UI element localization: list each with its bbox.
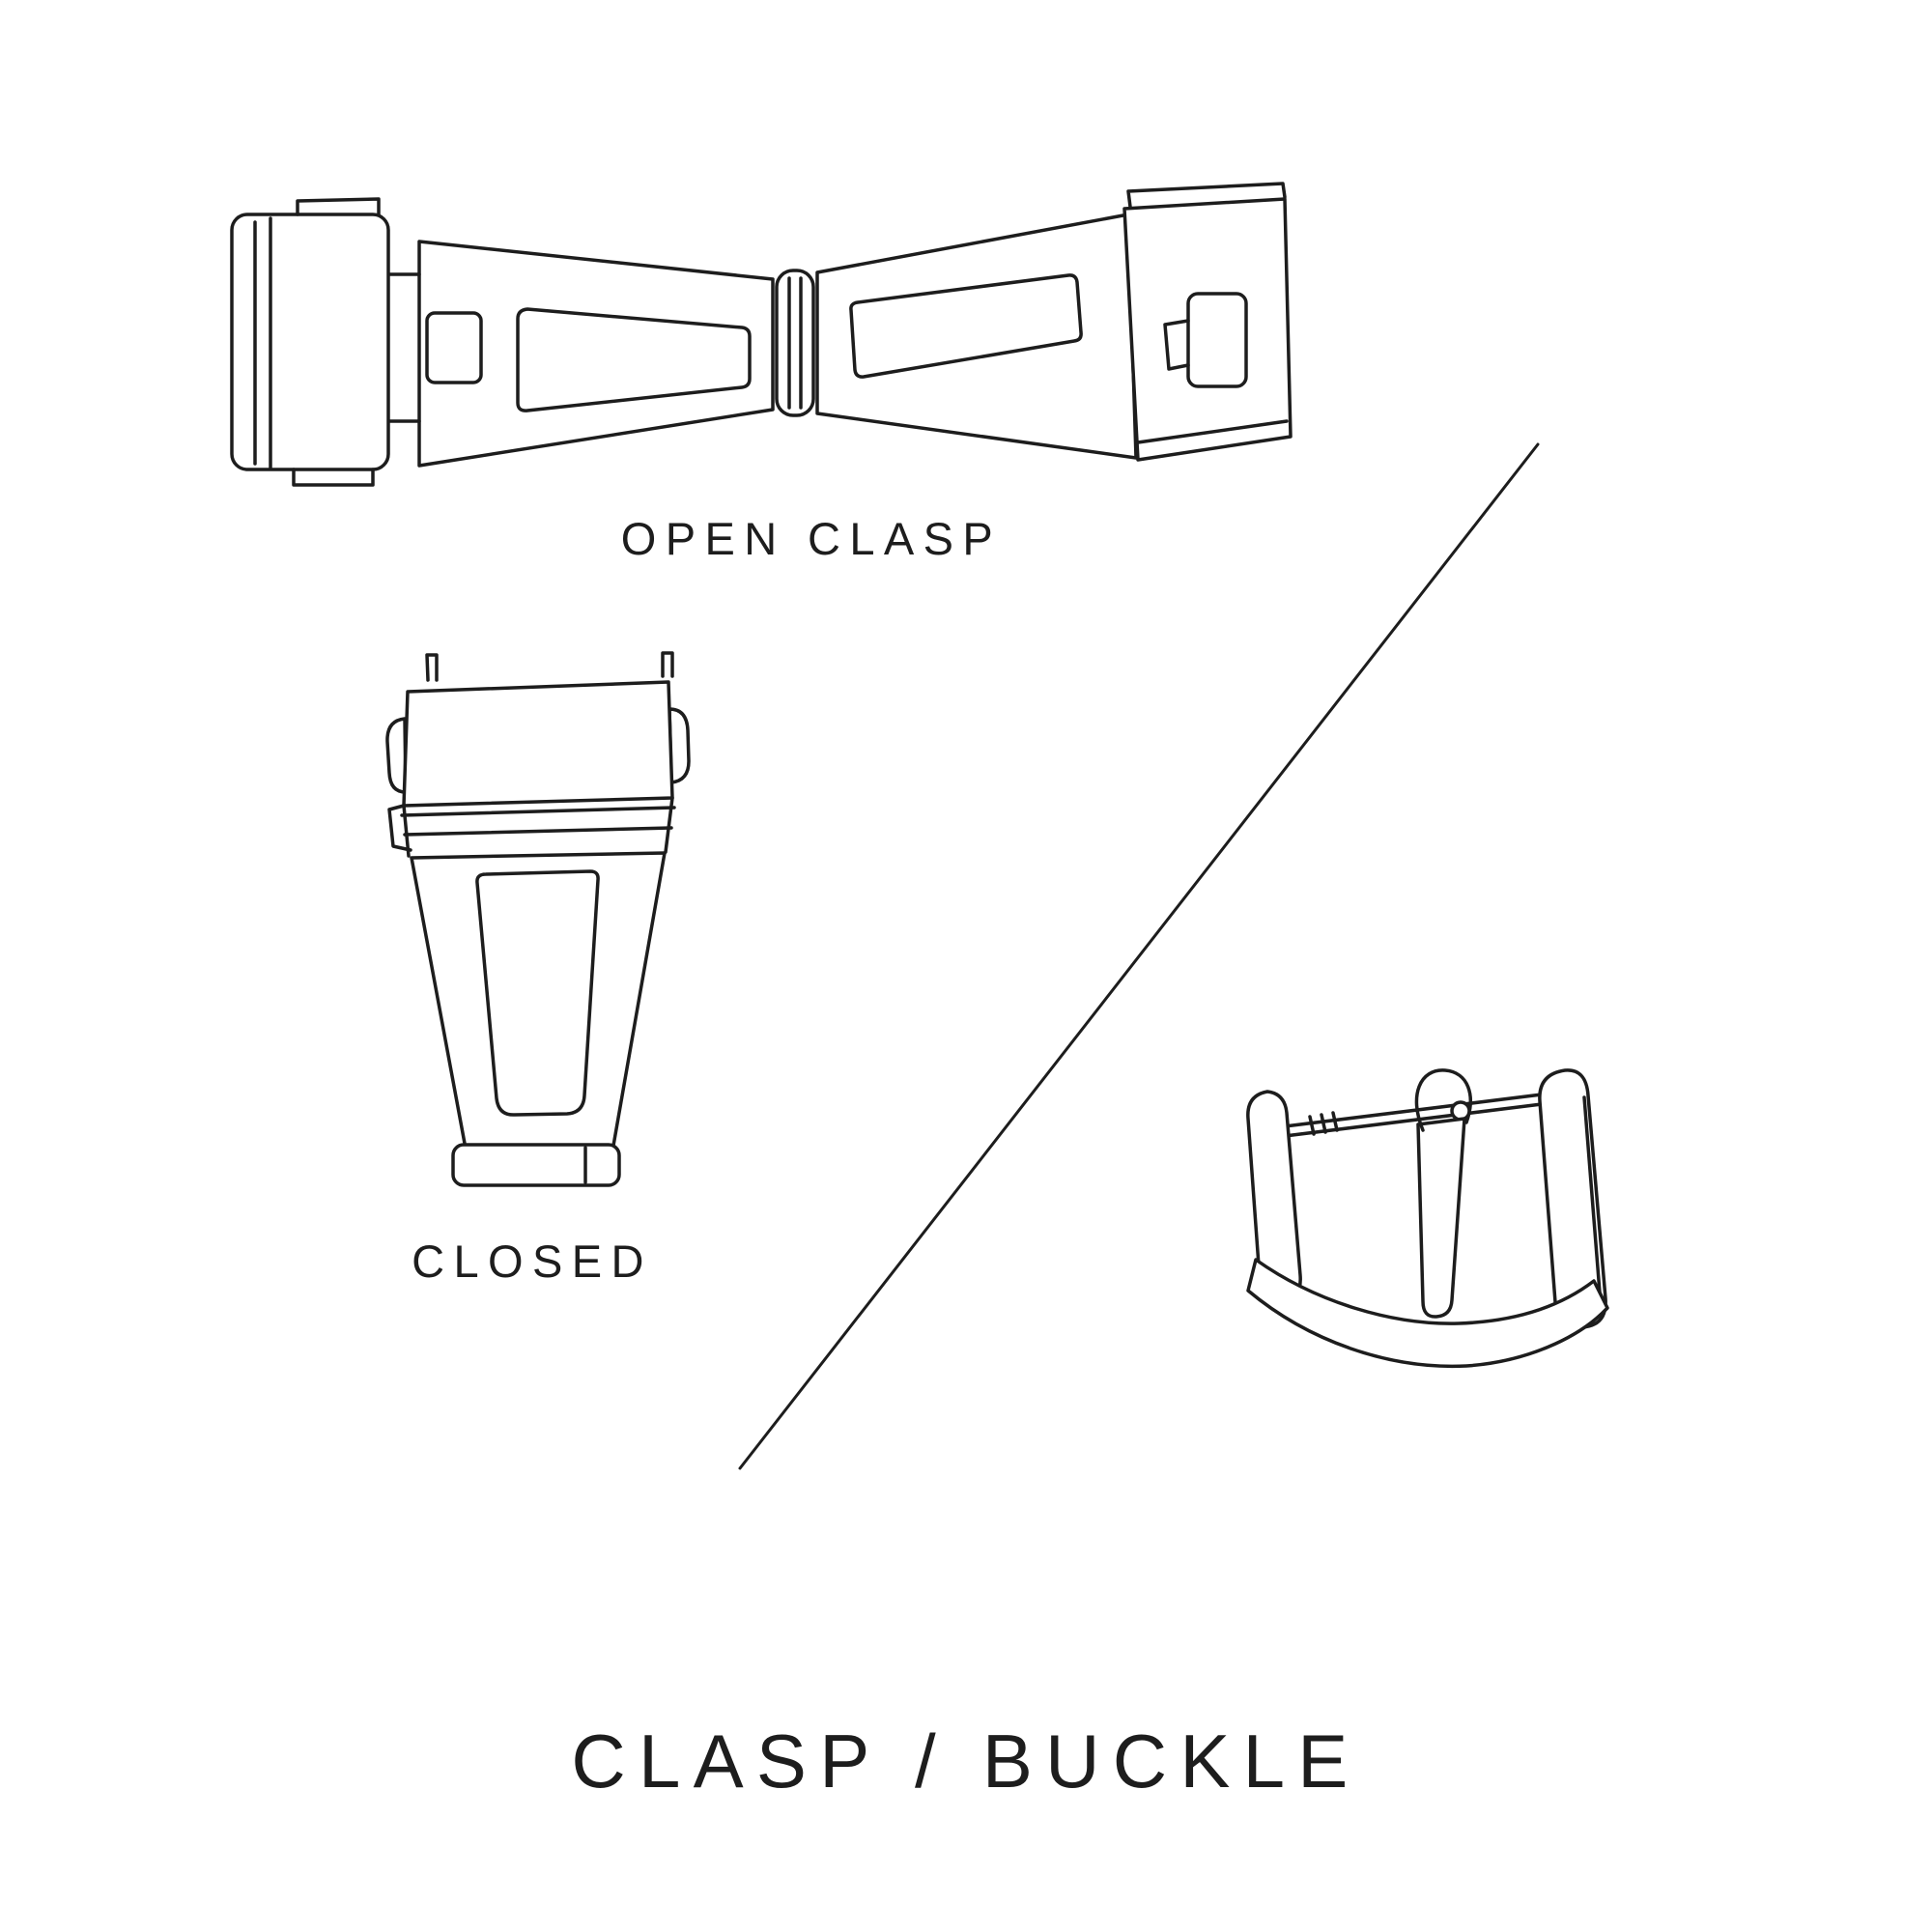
open-clasp-label: OPEN CLASP xyxy=(620,513,1003,564)
tang-buckle-illustration xyxy=(1246,1068,1609,1369)
closed-clasp-label: CLOSED xyxy=(412,1236,653,1287)
open-clasp-illustration xyxy=(230,182,1293,487)
closed-clasp-illustration xyxy=(385,651,691,1187)
diagram-title: CLASP / BUCKLE xyxy=(571,1719,1361,1804)
